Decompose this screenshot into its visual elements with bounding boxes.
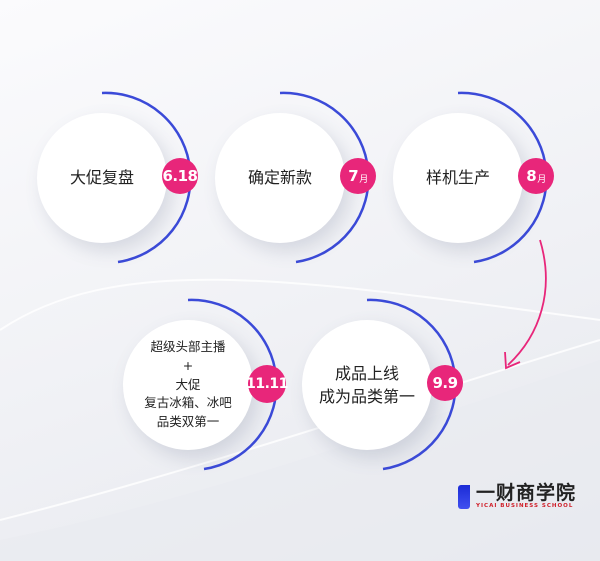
step-label: 大促复盘 [69,168,134,188]
step-label: 确定新款 [247,168,312,188]
logo: 一财商学院 YICAI BUSINESS SCHOOL [458,484,576,509]
date-badge: 9.9 [427,365,463,401]
step-label: 超级头部主播 + 大促 复古冰箱、冰吧 品类双第一 [144,339,232,430]
badge-text: 6.18 [162,167,198,185]
logo-subtitle: YICAI BUSINESS SCHOOL [476,503,574,509]
badge-unit: 月 [359,174,368,185]
date-badge: 6.18 [162,158,198,194]
arrow-head-icon [504,351,521,370]
flow-arrow [507,239,547,366]
logo-mark-icon [458,484,470,509]
step-label: 样机生产 [425,168,490,188]
step-label: 成品上线 成为品类第一 [318,363,415,406]
logo-name: 一财商学院 [476,482,577,504]
badge-text: 7 [348,167,359,185]
badge-text: 11.11 [246,376,288,392]
badge-text: 9.9 [432,374,458,392]
badge-text: 8 [526,167,537,185]
date-badge: 11.11 [246,365,288,403]
badge-unit: 月 [537,174,546,185]
